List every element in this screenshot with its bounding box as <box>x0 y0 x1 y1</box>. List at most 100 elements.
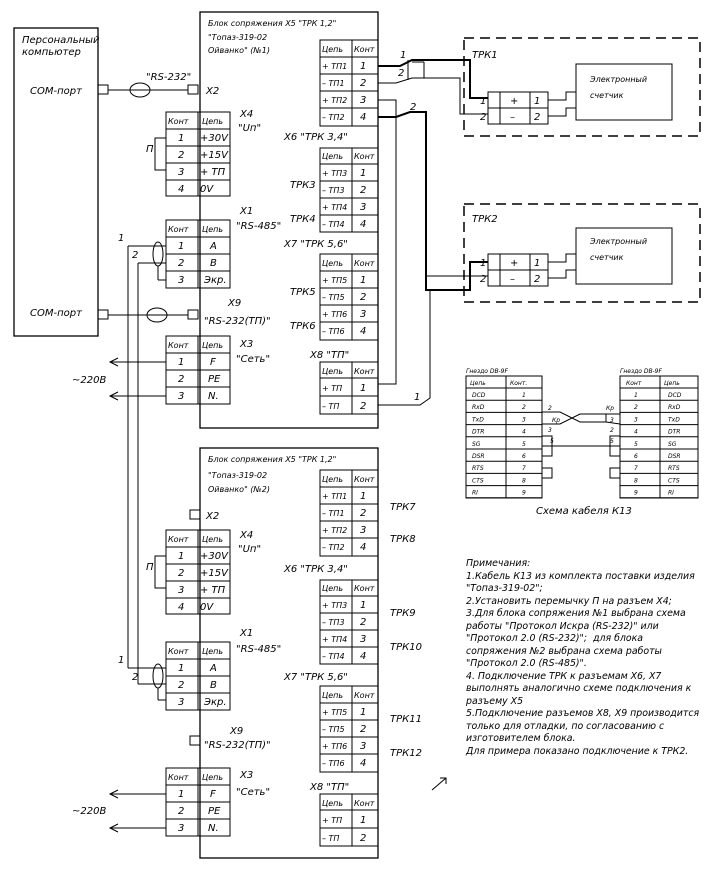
cable-left-pin: 8 <box>522 477 526 484</box>
svg-text:3: 3 <box>178 167 184 178</box>
notes-section: Примечания: 1.Кабель К13 из комплекта по… <box>466 558 706 758</box>
rs485-label-block2: "RS-485" <box>236 644 281 655</box>
cable-k13-right-connector: Гнездо DB-9F Конт Цепь <box>619 368 699 499</box>
svg-text:Цепь: Цепь <box>322 45 343 54</box>
note-line: "Протокол 2.0 (RS-232)"; для блока <box>466 633 644 644</box>
cable-right-signal: TxD <box>668 416 680 423</box>
v220-label-1: ~220В <box>72 375 106 386</box>
svg-text:4: 4 <box>360 651 366 662</box>
svg-text:Экр.: Экр. <box>203 275 227 286</box>
cable-left-loop-2 <box>542 435 553 457</box>
trk2-meter <box>575 227 673 285</box>
cable-right-pin: 8 <box>634 477 638 484</box>
svg-text:Конт: Конт <box>168 225 189 234</box>
svg-text:1: 1 <box>118 655 124 666</box>
jumper-p-label-1: П <box>146 144 154 155</box>
svg-text:2: 2 <box>178 806 184 817</box>
svg-text:2: 2 <box>178 374 184 385</box>
svg-text:A: A <box>209 241 217 252</box>
svg-text:Цепь: Цепь <box>322 584 343 593</box>
svg-text:3: 3 <box>360 741 366 752</box>
svg-text:1: 1 <box>360 491 366 502</box>
cable-right-signal: DTR <box>668 429 680 436</box>
svg-text:+30V: +30V <box>200 551 229 562</box>
note-line: 1.Кабель К13 из комплекта поставки издел… <box>466 570 695 582</box>
note-line: "Протокол 2.0 (RS-485)". <box>466 658 587 669</box>
x1-label-block2: X1 <box>239 628 253 639</box>
x8-label-block1: X8 "ТП" <box>309 350 349 361</box>
block2-title-line1: Блок сопряжения X5 "ТРК 1,2" <box>208 455 336 464</box>
svg-text:1: 1 <box>414 392 420 403</box>
svg-text:Конт: Конт <box>354 45 375 54</box>
trk5-label: ТРК5 <box>290 287 316 298</box>
cable-right-signal: RxD <box>668 404 681 411</box>
svg-text:+ ТП: + ТП <box>200 167 226 178</box>
svg-text:3: 3 <box>360 634 366 645</box>
svg-text:+: + <box>510 96 518 107</box>
svg-text:1: 1 <box>534 258 540 269</box>
svg-text:B: B <box>210 258 217 269</box>
svg-text:3: 3 <box>360 202 366 213</box>
svg-text:Цепь: Цепь <box>664 380 680 387</box>
cable-symbol-tp <box>146 307 168 323</box>
cable-left-pin: 5 <box>522 441 526 448</box>
svg-text:Цепь: Цепь <box>202 647 223 656</box>
svg-text:+15V: +15V <box>200 150 229 161</box>
svg-text:1: 1 <box>360 600 366 611</box>
svg-text:3: 3 <box>360 95 366 106</box>
svg-text:Цепь: Цепь <box>202 117 223 126</box>
svg-text:2: 2 <box>548 405 552 412</box>
note-line: 3.Для блока сопряжения №1 выбрана схема <box>466 608 686 619</box>
svg-text:1: 1 <box>360 61 366 72</box>
svg-text:1: 1 <box>178 357 184 368</box>
svg-text:– ТП6: – ТП6 <box>322 759 345 768</box>
svg-text:4: 4 <box>360 326 366 337</box>
note-line: 5.Подключение разъемов X8, X9 производит… <box>466 708 700 719</box>
svg-text:–: – <box>510 274 515 285</box>
svg-text:2: 2 <box>360 185 366 196</box>
cable-k13-title: Схема кабеля К13 <box>536 506 632 517</box>
trk3-label: ТРК3 <box>290 180 316 191</box>
svg-text:2: 2 <box>178 568 184 579</box>
svg-text:F: F <box>210 789 216 800</box>
set-label-block1: "Сеть" <box>236 354 270 365</box>
rs232-top-label: "RS-232" <box>146 72 191 83</box>
svg-text:1: 1 <box>360 815 366 826</box>
cable-left-signal: RxD <box>472 404 485 411</box>
trk11-label: ТРК11 <box>390 714 422 725</box>
svg-text:4: 4 <box>178 602 184 613</box>
svg-text:PE: PE <box>208 806 221 817</box>
jumper-p-block1 <box>154 137 166 171</box>
svg-text:5: 5 <box>610 438 614 445</box>
svg-text:+ ТП1: + ТП1 <box>322 492 347 501</box>
trk8-label: ТРК8 <box>390 534 416 545</box>
rs485-label-block1: "RS-485" <box>236 221 281 232</box>
svg-text:2: 2 <box>360 78 366 89</box>
svg-text:PE: PE <box>208 374 221 385</box>
svg-text:2: 2 <box>410 102 416 113</box>
svg-text:3: 3 <box>360 309 366 320</box>
svg-text:Цепь: Цепь <box>202 341 223 350</box>
svg-text:2: 2 <box>360 508 366 519</box>
notes-title: Примечания: <box>466 558 531 569</box>
svg-text:2: 2 <box>610 427 614 434</box>
svg-text:+ ТП: + ТП <box>322 384 342 393</box>
svg-text:Цепь: Цепь <box>202 773 223 782</box>
svg-text:3: 3 <box>178 391 184 402</box>
interface-block-2 <box>199 447 379 859</box>
trk6-label: ТРК6 <box>290 321 316 332</box>
svg-text:Конт: Конт <box>354 475 375 484</box>
svg-text:Конт: Конт <box>626 380 642 387</box>
svg-text:Конт: Конт <box>354 584 375 593</box>
svg-text:Цепь: Цепь <box>322 691 343 700</box>
svg-text:1: 1 <box>360 707 366 718</box>
svg-text:2: 2 <box>360 401 366 412</box>
svg-text:2: 2 <box>360 617 366 628</box>
cable-right-signal: RTS <box>668 465 680 472</box>
x3-label-block2: X3 <box>239 770 253 781</box>
set-label-block2: "Сеть" <box>236 787 270 798</box>
